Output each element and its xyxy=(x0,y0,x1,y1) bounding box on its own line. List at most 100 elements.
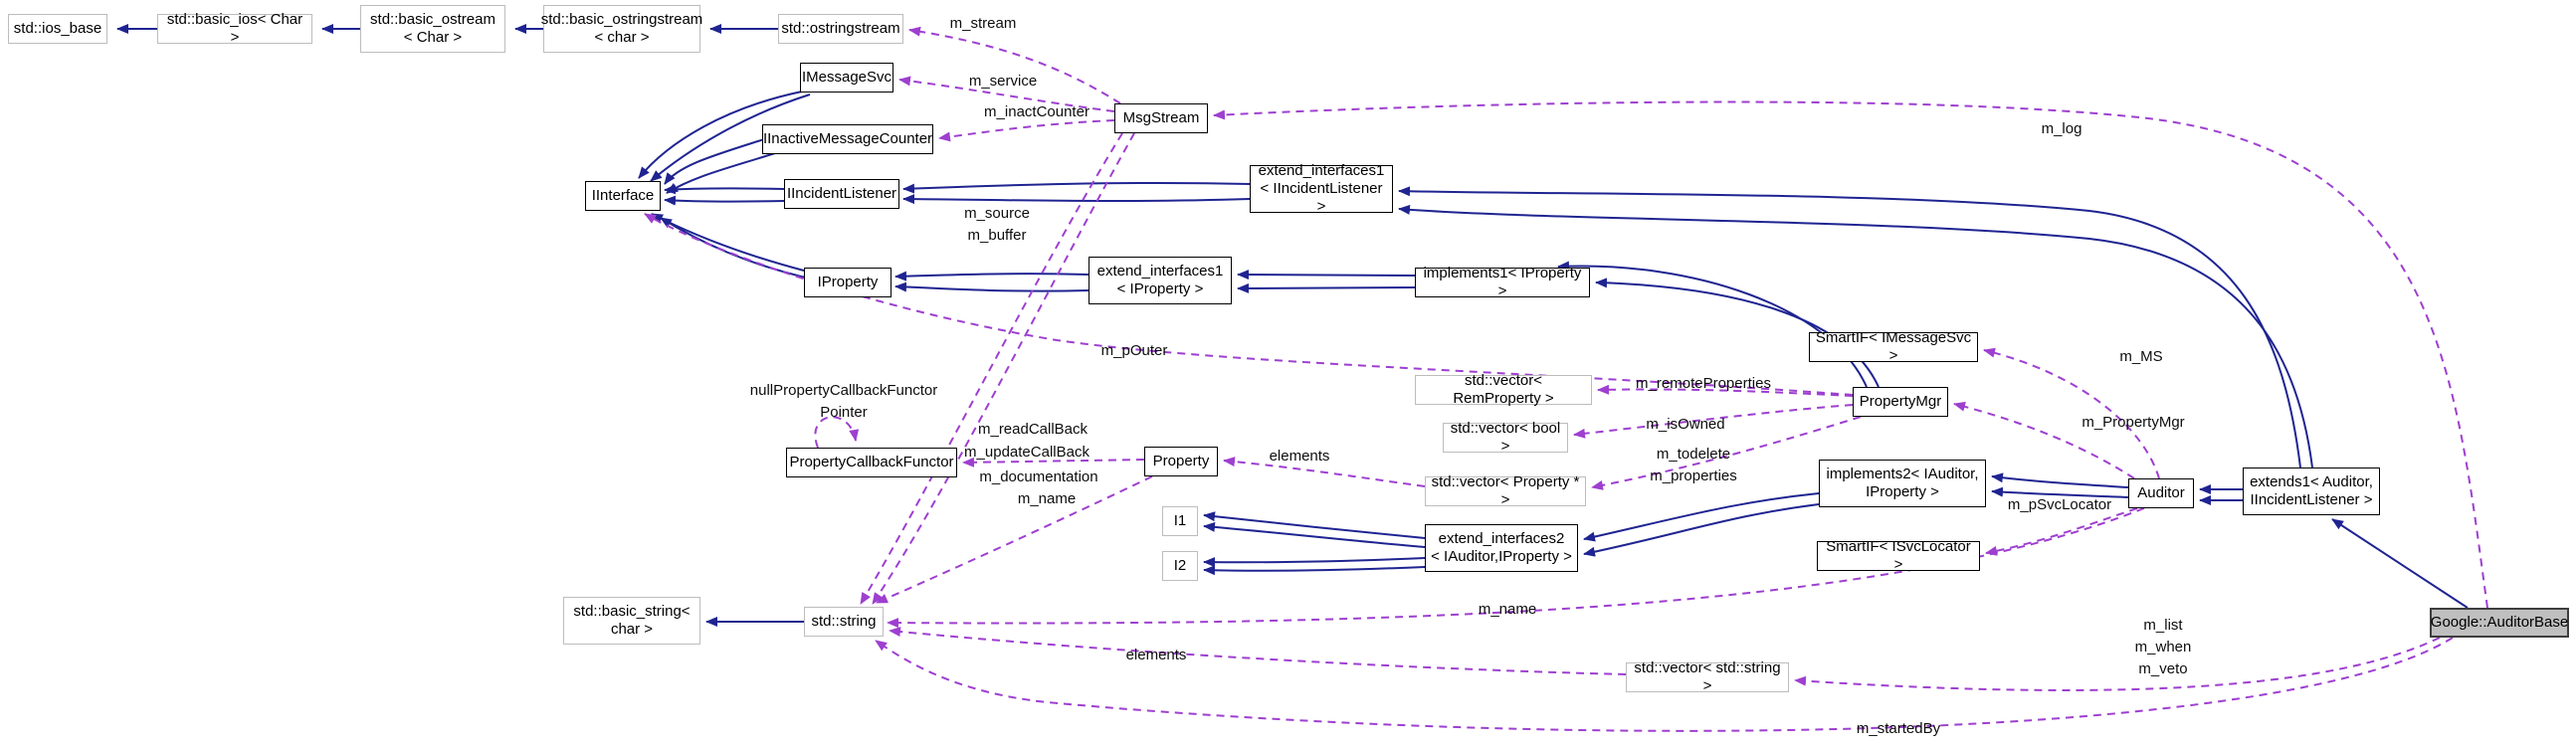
node-std-basic-ostringstream[interactable]: std::basic_ostringstream < char > xyxy=(541,5,702,53)
edge-ext1iil-iincident-b xyxy=(902,194,1251,205)
edge-label-m-log: m_log xyxy=(2041,120,2082,137)
node-extends1-auditor-iincidentlistener[interactable]: extends1< Auditor, IIncidentListener > xyxy=(2243,468,2380,515)
edge-impl2-ext2-a xyxy=(1583,492,1820,542)
node-auditor[interactable]: Auditor xyxy=(2128,478,2194,508)
edge-msgstream-string-b xyxy=(872,132,1135,605)
edge-iproperty-iinterface-b xyxy=(660,217,815,280)
edge-msgstream-string-a xyxy=(860,132,1123,605)
edge-property-functor xyxy=(962,457,1145,468)
node-implements2-iauditor-iproperty[interactable]: implements2< IAuditor, IProperty > xyxy=(1819,460,1986,507)
node-vector-std-string[interactable]: std::vector< std::string > xyxy=(1626,659,1789,694)
edge-msgstream-iinactive xyxy=(938,119,1115,142)
edge-ext2-i1-a xyxy=(1203,511,1426,539)
node-iinterface[interactable]: IInterface xyxy=(585,181,661,211)
edge-label-elements-strings: elements xyxy=(1125,647,1187,663)
edge-label-m-psvclocator: m_pSvcLocator xyxy=(2007,496,2112,513)
inheritance-edges xyxy=(116,24,2469,627)
edge-label-m-todelete-m-properties: m_todelete m_properties xyxy=(1650,446,1737,484)
node-extend-interfaces1-iincidentlistener[interactable]: extend_interfaces1 < IIncidentListener > xyxy=(1250,162,1393,215)
node-imessagesvc[interactable]: IMessageSvc xyxy=(800,63,893,93)
node-std-basic-string[interactable]: std::basic_string< char > xyxy=(563,597,700,645)
edge-vectorstring-string xyxy=(889,627,1627,675)
node-iinactivemessagecounter[interactable]: IInactiveMessageCounter xyxy=(762,124,933,154)
edge-msgstream-imessagesvc xyxy=(898,76,1115,112)
edge-label-m-documentation: m_documentation xyxy=(979,468,1098,485)
edge-propertymgr-iinterface xyxy=(644,213,1854,396)
edge-label-m-remoteproperties: m_remoteProperties xyxy=(1636,375,1771,392)
edge-label-m-stream: m_stream xyxy=(949,15,1017,32)
node-propertymgr[interactable]: PropertyMgr xyxy=(1853,387,1948,417)
node-std-basic-ios[interactable]: std::basic_ios< Char > xyxy=(157,11,312,46)
edge-iinactive-iinterface-a xyxy=(664,138,765,185)
edge-ext1ip-iproperty-b xyxy=(894,281,1090,292)
edge-vectorprop-property xyxy=(1223,457,1426,487)
edge-ext2-i2-a xyxy=(1203,557,1426,568)
edge-auditorbase-extends1 xyxy=(2331,518,2469,609)
edge-iincident-iinterface-b xyxy=(664,195,785,206)
node-std-ostringstream[interactable]: std::ostringstream xyxy=(778,14,903,44)
edge-label-m-startedby: m_startedBy xyxy=(1856,720,1941,737)
node-std-basic-ostream[interactable]: std::basic_ostream < Char > xyxy=(360,5,505,53)
node-std-ios-base[interactable]: std::ios_base xyxy=(8,14,107,44)
node-propertycallbackfunctor[interactable]: PropertyCallbackFunctor xyxy=(786,448,957,477)
edge-extends1-ext1iil-b xyxy=(1398,204,2313,468)
node-implements1-iproperty[interactable]: implements1< IProperty > xyxy=(1415,265,1590,299)
edge-label-m-isowned: m_isOwned xyxy=(1646,416,1725,433)
node-extend-interfaces2-iauditor-iproperty[interactable]: extend_interfaces2 < IAuditor,IProperty … xyxy=(1425,524,1578,572)
edge-iincident-iinterface-a xyxy=(664,184,785,195)
edge-property-string xyxy=(876,475,1153,604)
node-std-string[interactable]: std::string xyxy=(804,607,884,637)
node-property[interactable]: Property xyxy=(1144,447,1218,476)
member-edges xyxy=(644,26,2488,732)
edge-ext1iil-iincident-a xyxy=(902,181,1251,194)
edge-propertymgr-isowned xyxy=(1573,404,1854,439)
edge-auditor-smartifms xyxy=(1983,347,2160,479)
edge-label-m-name-property: m_name xyxy=(1017,490,1077,507)
node-i1[interactable]: I1 xyxy=(1162,506,1198,536)
edge-msgstream-ostringstream xyxy=(908,26,1121,104)
edge-impl2-ext2-b xyxy=(1583,503,1820,557)
edge-auditor-smartifsvc xyxy=(1985,507,2138,556)
node-msgstream[interactable]: MsgStream xyxy=(1114,103,1208,133)
node-smartif-isvclocator[interactable]: SmartIF< ISvcLocator > xyxy=(1817,538,1980,573)
edge-label-nullpropertycallbackfunctorpointer: nullPropertyCallbackFunctor Pointer xyxy=(749,382,938,421)
node-iproperty[interactable]: IProperty xyxy=(804,268,892,297)
edge-auditorbase-msgstream xyxy=(1213,100,2488,609)
edge-label-m-updatecallback: m_updateCallBack xyxy=(964,444,1090,461)
node-iincidentlistener[interactable]: IIncidentListener xyxy=(784,179,899,209)
edge-propertymgr-properties xyxy=(1591,416,1862,490)
edge-label-m-source-m-buffer: m_source m_buffer xyxy=(964,205,1030,244)
edge-auditor-string-name xyxy=(887,507,2145,629)
node-smartif-imessagesvc[interactable]: SmartIF< IMessageSvc > xyxy=(1809,329,1978,364)
edge-impl1-ext1ip-b xyxy=(1237,282,1416,293)
edge-ext1ip-iproperty-a xyxy=(894,271,1090,281)
edge-label-elements-properties: elements xyxy=(1269,448,1330,465)
edge-label-m-service: m_service xyxy=(968,73,1038,90)
edge-propertymgr-impl1-a xyxy=(1557,261,1868,388)
edge-auditor-propertymgr xyxy=(1953,401,2135,479)
edge-auditor-impl2-a xyxy=(1991,472,2129,488)
edge-auditor-impl2-b xyxy=(1991,486,2129,498)
node-google-auditorbase: Google::AuditorBase xyxy=(2430,608,2569,638)
edge-label-m-ms: m_MS xyxy=(2119,348,2163,365)
node-vector-bool[interactable]: std::vector< bool > xyxy=(1443,420,1568,455)
edge-label-m-inactcounter: m_inactCounter xyxy=(984,103,1090,120)
edge-ext2-i2-b xyxy=(1203,565,1426,576)
edge-iinactive-iinterface-b xyxy=(666,151,779,194)
node-i2[interactable]: I2 xyxy=(1162,551,1198,581)
edge-label-m-readcallback: m_readCallBack xyxy=(977,421,1089,438)
edge-extends1-ext1iil-a xyxy=(1398,186,2301,468)
edge-auditorbase-vectorstring xyxy=(1794,637,2441,691)
node-extend-interfaces1-iproperty[interactable]: extend_interfaces1 < IProperty > xyxy=(1089,257,1232,304)
edge-imessagesvc-iinterface-a xyxy=(638,91,803,179)
edge-label-m-name-auditor: m_name xyxy=(1478,601,1537,618)
edge-label-m-propertymgr: m_PropertyMgr xyxy=(2081,414,2185,431)
edge-ext2-i1-b xyxy=(1203,521,1426,548)
edge-label-m-list-m-when-m-veto: m_list m_when m_veto xyxy=(2134,617,2192,677)
node-vector-remproperty[interactable]: std::vector< RemProperty > xyxy=(1415,372,1592,407)
edge-iproperty-iinterface-a xyxy=(651,213,805,272)
edge-imessagesvc-iinterface-b xyxy=(650,94,811,182)
node-vector-property-ptr[interactable]: std::vector< Property * > xyxy=(1425,473,1586,508)
